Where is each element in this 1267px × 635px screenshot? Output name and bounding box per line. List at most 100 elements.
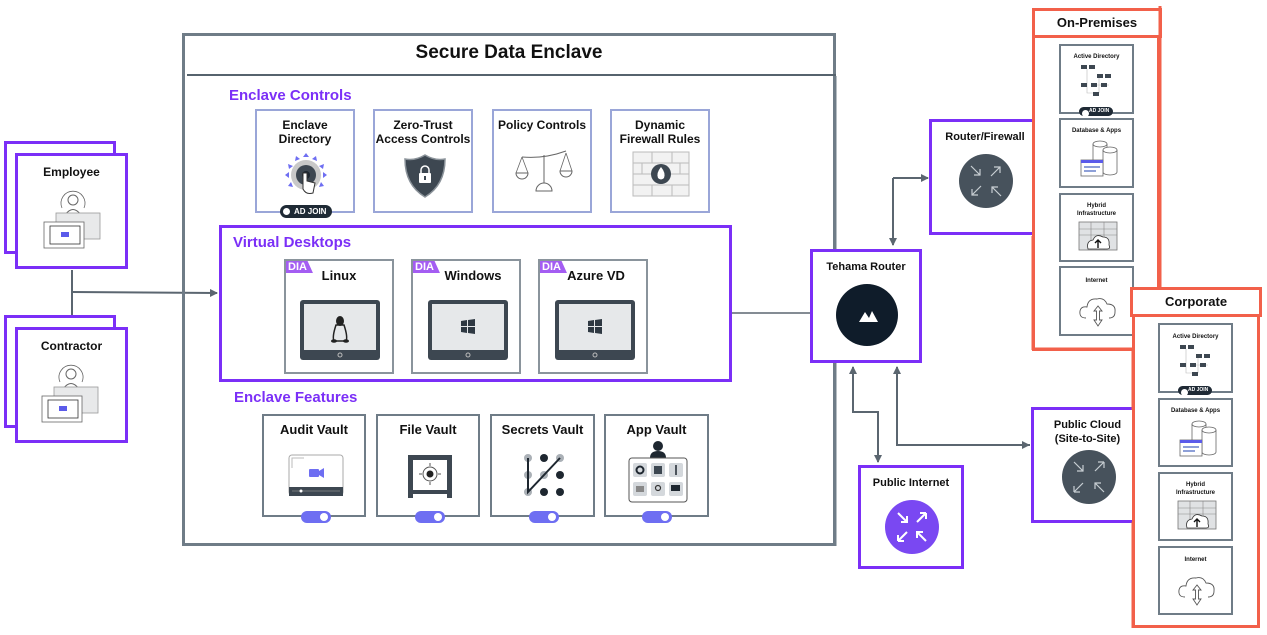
router-icon — [885, 500, 939, 554]
tablet-windows-icon — [428, 300, 508, 360]
on-premises-title: On-Premises — [1032, 8, 1162, 38]
item-label: Hybrid Infrastructure — [1061, 202, 1132, 218]
dia-badge: DIA — [413, 261, 440, 273]
pattern-lock-icon — [524, 454, 564, 496]
router-firewall-node[interactable]: Router/Firewall — [929, 119, 1041, 235]
public-internet-label: Public Internet — [872, 477, 950, 489]
router-to-internet-arrow — [849, 366, 879, 455]
on-prem-internet[interactable]: Internet — [1059, 266, 1134, 336]
feature-label: File Vault — [399, 422, 457, 437]
feature-card-app-vault[interactable]: App Vault — [604, 414, 709, 523]
safe-icon — [408, 455, 452, 498]
tehama-router-node[interactable]: Tehama Router — [810, 249, 922, 363]
hybrid-cloud-icon — [1078, 221, 1118, 251]
employee-label: Employee — [43, 165, 100, 179]
feature-label: Secrets Vault — [501, 422, 584, 437]
control-card-zero-trust[interactable]: Zero-Trust Access Controls — [373, 109, 473, 213]
feature-card-audit-vault[interactable]: Audit Vault — [262, 414, 366, 523]
tehama-logo-icon — [836, 284, 898, 346]
shield-lock-icon — [404, 154, 446, 198]
feature-label: App Vault — [626, 422, 687, 437]
firewall-icon — [632, 151, 690, 197]
linux-icon — [331, 316, 349, 343]
desktop-card-windows[interactable]: DIA Windows — [411, 259, 521, 374]
database-apps-icon — [1080, 140, 1118, 177]
feature-card-file-vault[interactable]: File Vault — [376, 414, 480, 523]
item-label-line1: Hybrid — [1086, 203, 1106, 209]
corporate-title: Corporate — [1130, 287, 1262, 317]
item-label: Internet — [1184, 557, 1207, 563]
directory-tree-icon — [1180, 345, 1210, 376]
on-prem-active-directory[interactable]: Active Directory — [1059, 44, 1134, 114]
control-label: Policy Controls — [497, 118, 586, 132]
control-card-firewall[interactable]: Dynamic Firewall Rules — [610, 109, 710, 213]
router-icon — [1062, 450, 1116, 504]
item-label: Internet — [1085, 278, 1108, 284]
directory-tree-icon — [1081, 65, 1111, 96]
public-internet-node[interactable]: Public Internet — [858, 465, 964, 569]
tablet-windows-icon — [555, 300, 635, 360]
on-prem-database-apps[interactable]: Database & Apps — [1059, 118, 1134, 188]
control-card-enclave-directory[interactable]: Enclave Directory — [255, 109, 355, 213]
hybrid-cloud-icon — [1177, 500, 1217, 530]
app-vault-toggle[interactable] — [642, 511, 672, 523]
desktop-label: Windows — [444, 268, 502, 283]
scales-icon — [515, 150, 573, 192]
control-label: Zero-Trust Access Controls — [375, 118, 471, 146]
public-cloud-label-line1: Public Cloud — [1053, 419, 1122, 431]
public-cloud-label: Public Cloud (Site-to-Site) — [1034, 418, 1141, 446]
dia-badge: DIA — [540, 261, 567, 273]
secrets-vault-toggle[interactable] — [529, 511, 559, 523]
desktop-card-linux[interactable]: DIA Linux — [284, 259, 394, 374]
item-label: Active Directory — [1172, 334, 1219, 340]
ad-join-badge: AD JOIN — [1079, 107, 1114, 117]
windows-icon — [461, 319, 475, 334]
item-label-line1: Hybrid — [1185, 482, 1205, 488]
dia-badge: DIA — [286, 261, 313, 273]
file-vault-toggle[interactable] — [415, 511, 445, 523]
virtual-desktops-title: Virtual Desktops — [233, 234, 352, 251]
control-label: Enclave Directory — [278, 118, 332, 146]
remote-user-icon — [43, 190, 101, 249]
item-label-line2: Infrastructure — [1175, 490, 1215, 496]
corporate-database-apps[interactable]: Database & Apps — [1158, 398, 1233, 467]
cloud-internet-icon — [1079, 298, 1116, 327]
item-label: Database & Apps — [1170, 408, 1221, 414]
ad-join-badge: AD JOIN — [280, 205, 333, 218]
control-label: Dynamic Firewall Rules — [619, 118, 701, 146]
virtual-desktops-section — [219, 225, 732, 382]
corporate-hybrid-infrastructure[interactable]: Hybrid Infrastructure — [1158, 472, 1233, 541]
tablet-linux-icon — [300, 300, 380, 360]
audit-vault-toggle[interactable] — [301, 511, 331, 523]
database-apps-icon — [1179, 420, 1217, 457]
desktop-card-azure-vd[interactable]: DIA Azure VD — [538, 259, 648, 374]
desktop-label: Azure VD — [567, 268, 625, 283]
item-label: Active Directory — [1073, 54, 1120, 60]
corporate-active-directory[interactable]: Active Directory — [1158, 323, 1233, 393]
enclave-controls-title: Enclave Controls — [229, 87, 352, 104]
on-prem-hybrid-infrastructure[interactable]: Hybrid Infrastructure — [1059, 193, 1134, 262]
public-cloud-node[interactable]: Public Cloud (Site-to-Site) — [1031, 407, 1144, 523]
feature-card-secrets-vault[interactable]: Secrets Vault — [490, 414, 595, 523]
public-cloud-label-line2: (Site-to-Site) — [1054, 433, 1121, 445]
enclave-title: Secure Data Enclave — [415, 42, 603, 63]
employee-card[interactable]: Employee — [15, 153, 128, 269]
cloud-internet-icon — [1178, 577, 1215, 606]
item-label: Hybrid Infrastructure — [1160, 481, 1231, 497]
windows-icon — [588, 319, 602, 334]
corporate-internet[interactable]: Internet — [1158, 546, 1233, 615]
item-label: Database & Apps — [1071, 128, 1122, 134]
enclave-features-title: Enclave Features — [234, 389, 358, 406]
contractor-label: Contractor — [40, 339, 103, 353]
router-to-cloud-arrow — [893, 366, 1030, 446]
contractor-card[interactable]: Contractor — [15, 327, 128, 443]
app-grid-icon — [628, 441, 688, 503]
remote-user-icon — [41, 364, 99, 423]
desktop-label: Linux — [321, 268, 357, 283]
router-firewall-label: Router/Firewall — [945, 131, 1025, 143]
control-card-policy[interactable]: Policy Controls — [492, 109, 592, 213]
router-icon — [959, 154, 1013, 208]
video-recording-icon — [288, 454, 344, 496]
feature-label: Audit Vault — [280, 422, 348, 437]
enclave-title-divider — [187, 74, 836, 76]
